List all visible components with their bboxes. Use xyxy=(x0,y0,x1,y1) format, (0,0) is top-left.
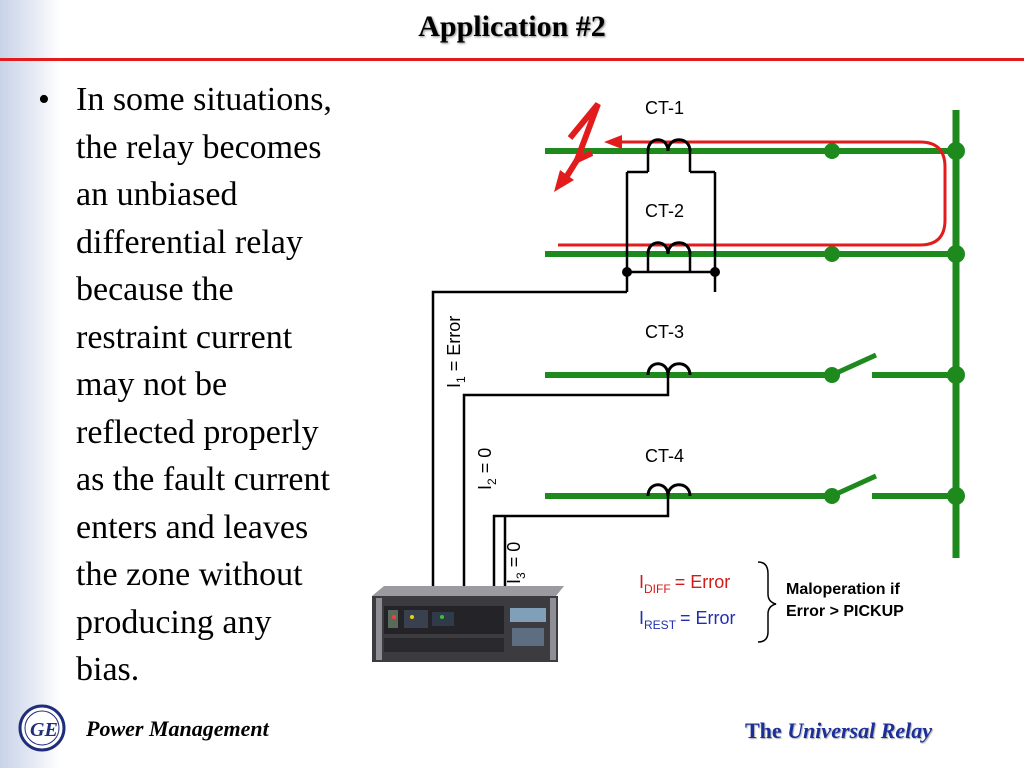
maloperation-line-1: Maloperation if xyxy=(786,581,900,598)
fault-current-path xyxy=(558,140,947,247)
bullet-line: producing any xyxy=(76,603,272,641)
breaker-dot-4 xyxy=(824,488,840,504)
breaker-4-blade xyxy=(830,473,878,499)
idiff-label: IDIFF= Error xyxy=(639,572,730,596)
ct-4-label: CT-4 xyxy=(645,446,684,466)
bus-junction-3 xyxy=(947,366,965,384)
bullet-line: may not be xyxy=(76,366,228,403)
brace-icon xyxy=(757,561,777,643)
ct-junction-dot-left xyxy=(622,267,632,277)
footer-product-name: Universal Relay xyxy=(787,718,933,743)
background-stripe xyxy=(0,0,60,768)
title-divider xyxy=(0,58,1024,61)
ct-1-label: CT-1 xyxy=(645,98,684,118)
bullet-line: the zone without xyxy=(76,556,303,593)
footer-company: Power Management xyxy=(86,716,269,741)
bullet-line: because the xyxy=(76,271,234,308)
breaker-dot-3 xyxy=(824,367,840,383)
bus-junction-4 xyxy=(947,487,965,505)
ct-1-coil xyxy=(646,138,692,152)
irest-label: IREST= Error xyxy=(639,608,736,632)
ct-3-label: CT-3 xyxy=(645,322,684,342)
relay-unit-icon xyxy=(372,586,564,662)
page-title: Application #2 xyxy=(418,10,606,43)
i2-label: I2 = 0 xyxy=(475,448,499,490)
bullet-line: In some situations, xyxy=(76,81,332,118)
i1-wire xyxy=(431,290,627,590)
maloperation-line-2: Error > PICKUP xyxy=(786,603,904,620)
svg-text:GE: GE xyxy=(30,719,58,741)
bullet-line: enters and leaves xyxy=(76,508,309,546)
bullet-text: In some situations, the relay becomes an u… xyxy=(76,76,388,694)
footer-product-prefix: The xyxy=(745,718,782,743)
bullet-line: restraint current xyxy=(76,318,293,356)
bullet-line: reflected properly xyxy=(76,413,319,451)
bullet-line: bias. xyxy=(76,651,140,688)
bullet-line: as the fault current xyxy=(76,461,330,498)
ct-junction-dot-right xyxy=(710,267,720,277)
breaker-dot-1 xyxy=(824,143,840,159)
fault-lightning-icon xyxy=(554,102,601,192)
bullet-line: the relay becomes xyxy=(76,128,322,166)
bus-junction-1 xyxy=(947,142,965,160)
fault-arrow-head xyxy=(604,135,622,149)
i3-wire xyxy=(492,496,670,590)
bullet-line: differential relay xyxy=(76,223,303,261)
ct-2-coil xyxy=(646,241,692,255)
ct-2-label: CT-2 xyxy=(645,201,684,221)
i1-label: I1 = Error xyxy=(444,316,468,388)
ge-logo-icon: GE xyxy=(18,704,66,752)
bus-junction-2 xyxy=(947,245,965,263)
bullet-list-item: • In some situations, the relay becomes an… xyxy=(38,76,388,694)
footer-product: The Universal Relay xyxy=(745,718,932,744)
bullet-line: an unbiased xyxy=(76,176,238,213)
bullet-marker: • xyxy=(38,81,50,118)
i3-label: I3 = 0 xyxy=(504,542,528,584)
breaker-dot-2 xyxy=(824,246,840,262)
i2-wire xyxy=(462,375,670,590)
breaker-3-blade xyxy=(830,352,878,378)
